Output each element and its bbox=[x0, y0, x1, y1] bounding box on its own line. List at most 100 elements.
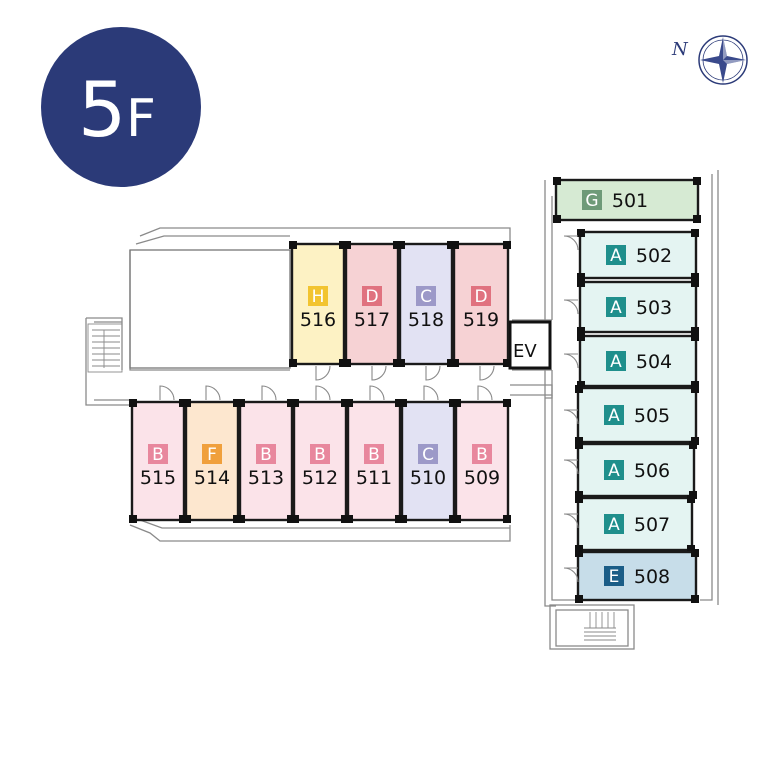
room-number-label: 514 bbox=[194, 467, 230, 489]
room-fill bbox=[578, 334, 698, 388]
room-corner-post bbox=[233, 399, 241, 407]
room-number-label: 503 bbox=[636, 297, 672, 319]
door-swing bbox=[477, 385, 493, 401]
room-502: A 502 bbox=[577, 229, 699, 281]
stairs-bottom bbox=[584, 612, 616, 641]
room-corner-post bbox=[691, 279, 699, 287]
room-type-label: B bbox=[260, 445, 272, 465]
room-504: A 504 bbox=[577, 333, 699, 389]
room-corner-post bbox=[577, 229, 585, 237]
room-corner-post bbox=[693, 215, 701, 223]
room-type-badge bbox=[606, 245, 626, 265]
room-type-badge bbox=[416, 286, 436, 306]
room-corner-post bbox=[575, 385, 583, 393]
room-type-badge bbox=[604, 405, 624, 425]
room-corner-post bbox=[449, 515, 457, 523]
door-swing bbox=[423, 385, 439, 401]
room-corner-post bbox=[691, 327, 699, 335]
room-type-label: B bbox=[314, 445, 326, 465]
room-type-label: F bbox=[207, 445, 217, 465]
room-corner-post bbox=[577, 327, 585, 335]
room-type-badge bbox=[362, 286, 382, 306]
door-swing bbox=[563, 409, 579, 425]
room-corner-post bbox=[691, 333, 699, 341]
door-swing bbox=[563, 567, 579, 583]
room-number-label: 511 bbox=[356, 467, 392, 489]
room-type-badge bbox=[148, 444, 168, 464]
room-508: E 508 bbox=[575, 549, 699, 603]
room-corner-post bbox=[577, 333, 585, 341]
room-503: A 503 bbox=[577, 279, 699, 335]
door-swing bbox=[369, 385, 385, 401]
compass-letter: N bbox=[671, 39, 689, 60]
room-type-badge bbox=[604, 566, 624, 586]
room-corner-post bbox=[287, 515, 295, 523]
room-number-label: 512 bbox=[302, 467, 338, 489]
room-corner-post bbox=[553, 177, 561, 185]
room-corner-post bbox=[553, 215, 561, 223]
room-type-label: A bbox=[610, 352, 622, 372]
room-fill bbox=[130, 400, 186, 522]
room-type-label: A bbox=[608, 461, 620, 481]
room-type-label: C bbox=[422, 445, 434, 465]
room-type-label: A bbox=[610, 298, 622, 318]
room-number-label: 518 bbox=[408, 309, 444, 331]
door-swing bbox=[563, 513, 579, 529]
door-swing bbox=[315, 365, 331, 381]
room-type-label: A bbox=[610, 246, 622, 266]
room-number-label: 504 bbox=[636, 351, 672, 373]
door-swing bbox=[371, 365, 387, 381]
room-type-label: A bbox=[608, 406, 620, 426]
room-corner-post bbox=[287, 399, 295, 407]
room-type-label: E bbox=[609, 567, 620, 587]
door-swing bbox=[563, 353, 579, 369]
room-number-label: 516 bbox=[300, 309, 336, 331]
room-corner-post bbox=[575, 595, 583, 603]
room-number-label: 508 bbox=[634, 566, 670, 588]
room-fill bbox=[578, 280, 698, 334]
room-type-label: A bbox=[608, 515, 620, 535]
room-corner-post bbox=[179, 399, 187, 407]
door-swing bbox=[479, 365, 495, 381]
room-number-label: 517 bbox=[354, 309, 390, 331]
room-corner-post bbox=[575, 549, 583, 557]
room-number-label: 513 bbox=[248, 467, 284, 489]
room-type-label: G bbox=[585, 191, 598, 211]
room-type-label: B bbox=[368, 445, 380, 465]
room-505: A 505 bbox=[575, 385, 699, 445]
room-type-badge bbox=[472, 444, 492, 464]
room-corner-post bbox=[577, 279, 585, 287]
room-fill bbox=[346, 400, 402, 522]
room-type-badge bbox=[364, 444, 384, 464]
room-type-badge bbox=[471, 286, 491, 306]
room-fill bbox=[576, 496, 694, 552]
room-corner-post bbox=[503, 399, 511, 407]
room-number-label: 505 bbox=[634, 405, 670, 427]
room-corner-post bbox=[343, 359, 351, 367]
room-number-label: 519 bbox=[463, 309, 499, 331]
room-corner-post bbox=[451, 359, 459, 367]
room-number-label: 515 bbox=[140, 467, 176, 489]
room-corner-post bbox=[451, 241, 459, 249]
room-type-badge bbox=[256, 444, 276, 464]
room-corner-post bbox=[289, 359, 297, 367]
room-corner-post bbox=[691, 229, 699, 237]
room-type-badge bbox=[604, 460, 624, 480]
room-type-label: D bbox=[474, 287, 487, 307]
room-type-label: C bbox=[420, 287, 432, 307]
room-corner-post bbox=[129, 515, 137, 523]
floor-number: 5 bbox=[78, 65, 126, 154]
room-corner-post bbox=[179, 515, 187, 523]
room-type-label: B bbox=[476, 445, 488, 465]
door-swing bbox=[205, 385, 221, 401]
room-number-label: 502 bbox=[636, 245, 672, 267]
room-number-label: 509 bbox=[464, 467, 500, 489]
room-type-badge bbox=[310, 444, 330, 464]
room-corner-post bbox=[577, 273, 585, 281]
